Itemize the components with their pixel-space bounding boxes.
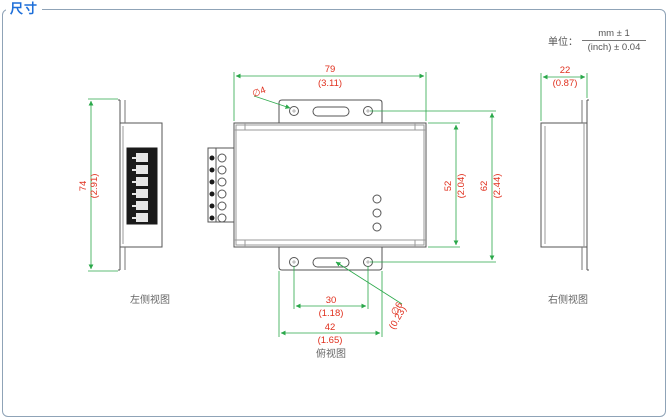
dim-side-height: 74 (2.91): [78, 98, 118, 272]
terminal-block-side: [207, 147, 235, 223]
hole-small-label: ∅4: [251, 85, 268, 100]
led-3: [372, 222, 382, 232]
mount-spacing-inch: (1.65): [318, 335, 343, 346]
right-body: [540, 122, 588, 248]
unit-inch: (inch) ± 0.04: [587, 42, 641, 53]
unit-label: 单位：: [548, 37, 578, 48]
dim-width: 79 (3.11): [233, 64, 427, 121]
bottom-mounting-flange: [278, 247, 383, 271]
dimensions-panel: [2, 9, 666, 417]
panel-title-text: 尺寸: [10, 1, 39, 16]
right-view-label: 右侧视图: [548, 293, 588, 306]
mount-hole-tl: [289, 106, 299, 116]
dim-hole-small: ∅4: [251, 85, 291, 109]
body-height-inch: (2.04): [456, 174, 467, 199]
right-side-view: [540, 99, 589, 271]
left-body: [119, 122, 163, 248]
led-2: [372, 208, 382, 218]
mount-spacing-mm: 42: [325, 322, 336, 333]
body-height-mm: 52: [443, 181, 454, 192]
dim-depth: 22 (0.87): [540, 65, 588, 121]
dim-hole-spacing: 30 (1.18): [293, 266, 369, 319]
dim-flange-height: 62 (2.44): [370, 110, 503, 263]
hole-spacing-inch: (1.18): [319, 308, 344, 319]
flange-height-inch: (2.44): [492, 174, 503, 199]
device-body-outline: [233, 122, 427, 248]
top-view-label: 俯视图: [316, 347, 346, 360]
width-inch: (3.11): [318, 78, 342, 89]
hole-spacing-mm: 30: [326, 295, 337, 306]
depth-inch: (0.87): [553, 78, 578, 89]
dim-body-height: 52 (2.04): [428, 122, 467, 248]
panel-title: 尺寸: [6, 0, 43, 18]
terminal-block-front: [126, 147, 158, 225]
side-height-inch: (2.91): [89, 174, 100, 199]
top-mounting-flange: [278, 99, 383, 123]
mount-slot-bottom: [312, 257, 350, 268]
unit-fraction: mm ± 1 (inch) ± 0.04: [582, 28, 646, 53]
left-view-label: 左侧视图: [130, 293, 170, 306]
depth-mm: 22: [560, 65, 571, 76]
mount-slot-top: [312, 106, 350, 117]
side-height-mm: 74: [78, 181, 89, 192]
left-side-view: [118, 99, 163, 271]
unit-mm: mm ± 1: [598, 28, 630, 39]
flange-height-mm: 62: [479, 181, 490, 192]
fraction-bar: [582, 40, 646, 41]
dim-mount-spacing: 42 (1.65): [278, 271, 383, 346]
width-mm: 79: [325, 64, 336, 75]
led-1: [372, 194, 382, 204]
dim-hole-large: ∅6 (0.23): [335, 261, 409, 332]
top-view: [207, 99, 427, 271]
